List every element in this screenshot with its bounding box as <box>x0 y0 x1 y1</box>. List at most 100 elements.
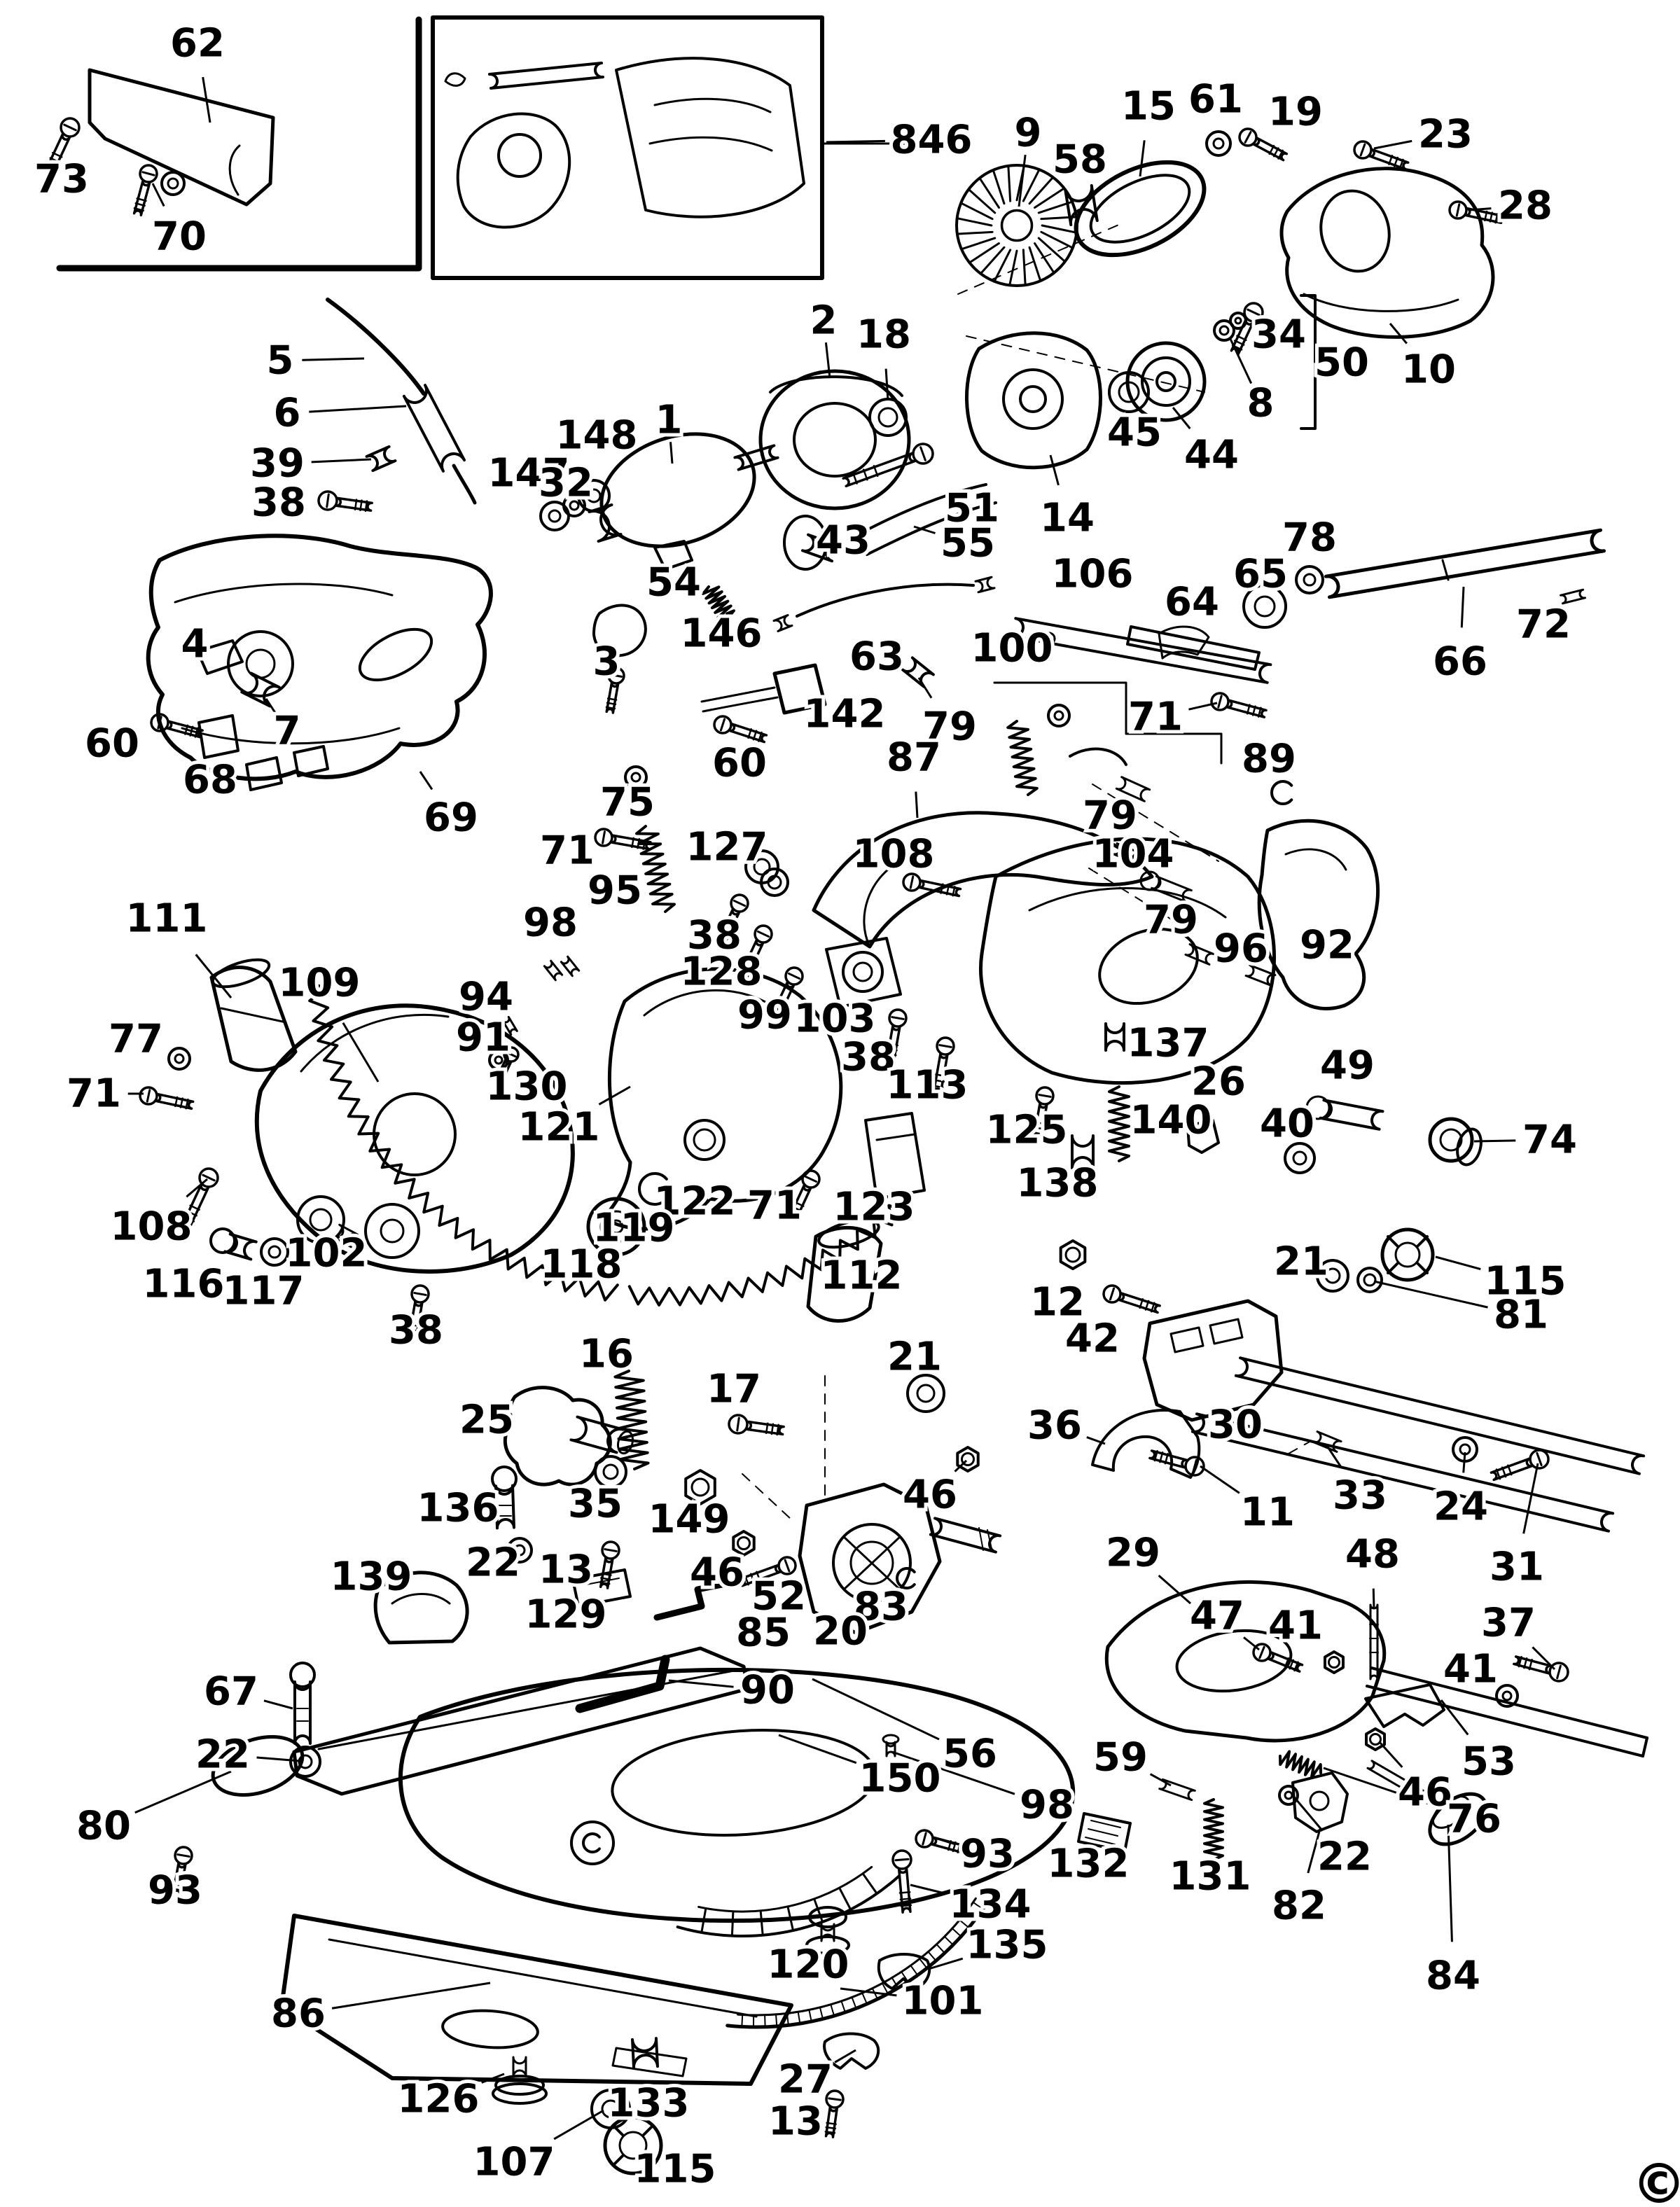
callout-113: 113 <box>887 1063 969 1108</box>
leader-line <box>1228 337 1253 384</box>
screw-detail <box>775 1003 785 1010</box>
screw-detail <box>752 730 758 741</box>
part-line <box>1387 1262 1399 1274</box>
callout-115: 115 <box>1485 1259 1567 1304</box>
washer-inner <box>1501 1690 1513 1701</box>
screw-detail <box>174 1096 179 1108</box>
screw-detail <box>1528 1659 1533 1671</box>
part-ellipse <box>1456 1127 1483 1167</box>
scale-tick <box>959 1919 970 1929</box>
washer-inner <box>602 1463 619 1480</box>
leader-line <box>311 458 372 464</box>
part-line <box>1366 1685 1644 1757</box>
c-clip <box>1270 780 1293 805</box>
callout-42: 42 <box>1065 1316 1120 1362</box>
scale-tick <box>919 1958 928 1969</box>
callout-73: 73 <box>34 157 89 202</box>
screw <box>738 1556 797 1587</box>
screw-detail <box>784 1559 791 1573</box>
callout-19: 19 <box>1268 90 1323 135</box>
washer-inner <box>1254 595 1276 618</box>
part-outline <box>643 989 782 1017</box>
part-outline <box>1169 1326 1205 1353</box>
screw <box>1252 1643 1304 1673</box>
spring <box>1279 1750 1322 1779</box>
screw-detail <box>1268 144 1275 155</box>
part-outline <box>503 1386 612 1487</box>
part-outline <box>648 136 773 152</box>
part-line <box>966 335 1205 393</box>
part-rod <box>1312 1430 1342 1453</box>
part-outline <box>769 375 903 397</box>
screw-detail <box>326 493 330 508</box>
callout-146: 146 <box>681 611 763 657</box>
leader-line <box>1172 407 1191 430</box>
washer-outer <box>260 1237 289 1267</box>
part-outline <box>1284 848 1347 871</box>
part-rod <box>293 1680 312 1745</box>
part-outline <box>796 583 975 618</box>
leader-line <box>1373 139 1412 150</box>
part-circle <box>1439 1128 1463 1152</box>
screw-detail <box>602 830 606 844</box>
part-outline <box>582 1578 620 1586</box>
screw-detail <box>408 1300 424 1337</box>
washer-inner <box>569 500 580 511</box>
screw <box>788 1169 821 1222</box>
screw-detail <box>794 1201 805 1207</box>
screw-detail <box>932 1052 949 1094</box>
fan-blade <box>956 230 994 235</box>
callout-38: 38 <box>687 913 742 959</box>
callout-61: 61 <box>1188 77 1243 123</box>
callout-66: 66 <box>1433 639 1487 685</box>
screw-detail <box>719 718 726 732</box>
part-rod <box>800 533 840 563</box>
part-outline <box>373 1571 469 1645</box>
leader-line <box>134 1770 232 1814</box>
leader-line <box>265 698 277 713</box>
spring <box>635 825 676 913</box>
part-line <box>1090 1820 1121 1828</box>
screw-detail <box>317 490 338 511</box>
washer-inner <box>1234 316 1242 325</box>
washer-inner <box>1363 1273 1377 1287</box>
part-outline <box>859 483 987 535</box>
part-rod <box>501 1015 518 1036</box>
part-rod <box>1244 964 1277 987</box>
part-outline <box>1126 625 1261 671</box>
screw-detail <box>922 1832 927 1846</box>
callout-76: 76 <box>1447 1797 1501 1842</box>
callout-70: 70 <box>152 214 207 260</box>
leader-line <box>1086 1436 1106 1445</box>
leader-line <box>1291 1794 1324 1832</box>
screw-detail <box>354 499 358 510</box>
screw-detail <box>919 446 926 461</box>
screw-detail <box>594 828 613 847</box>
screw-detail <box>150 713 169 732</box>
part-line <box>612 2154 625 2166</box>
part-circle <box>1141 356 1191 407</box>
washer-outer <box>1278 1785 1299 1806</box>
part-circle <box>849 1540 894 1585</box>
part-line <box>842 1536 901 1591</box>
washer-inner <box>1212 137 1225 150</box>
washer-outer <box>1284 1142 1316 1174</box>
screw-detail <box>1293 1661 1299 1672</box>
part-outline <box>245 756 283 791</box>
leader-line <box>1440 1699 1469 1736</box>
part-outline <box>1028 887 1227 919</box>
callout-46: 46 <box>690 1550 744 1596</box>
fan-blade <box>978 176 1000 209</box>
scale-tick <box>730 1912 735 1936</box>
part-outline <box>812 811 1154 949</box>
washer-outer <box>1205 130 1232 157</box>
part-outline <box>615 57 805 218</box>
callout-94: 94 <box>459 975 513 1020</box>
callout-120: 120 <box>768 1942 849 1988</box>
nut-outer <box>1365 1727 1386 1751</box>
screw-detail <box>1398 158 1404 169</box>
screw-detail <box>723 924 734 931</box>
callout-79: 79 <box>1083 793 1137 839</box>
part-rod <box>1064 183 1099 227</box>
screw-detail <box>1153 1450 1158 1462</box>
